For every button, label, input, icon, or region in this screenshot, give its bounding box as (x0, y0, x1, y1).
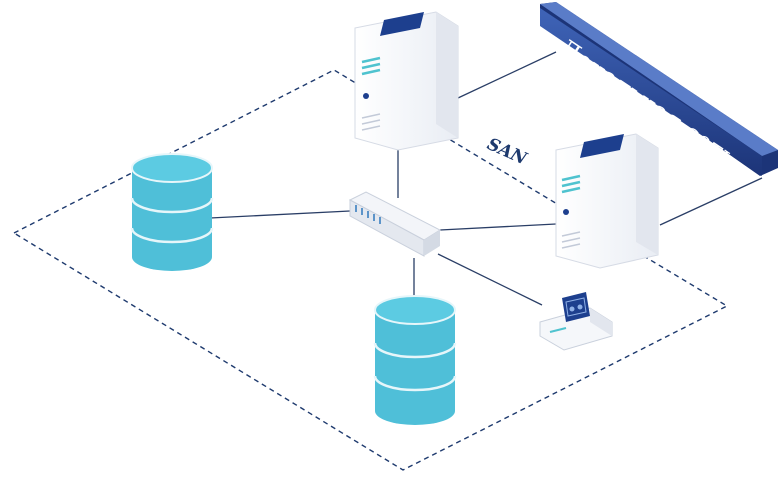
tape-library (539, 292, 613, 351)
fc-switch (348, 191, 442, 257)
link-switch-tape (437, 253, 543, 306)
san-boundary (12, 69, 729, 471)
link-server-right-lan (659, 177, 763, 226)
link-switch-server-right (439, 223, 557, 231)
server-top (354, 11, 459, 151)
storage-array-left (130, 153, 214, 271)
connections (209, 51, 763, 306)
link-server-top-lan (457, 51, 557, 99)
storage-array-bottom (373, 295, 457, 425)
server-right (555, 133, 659, 269)
link-switch-storage-left (209, 210, 351, 219)
